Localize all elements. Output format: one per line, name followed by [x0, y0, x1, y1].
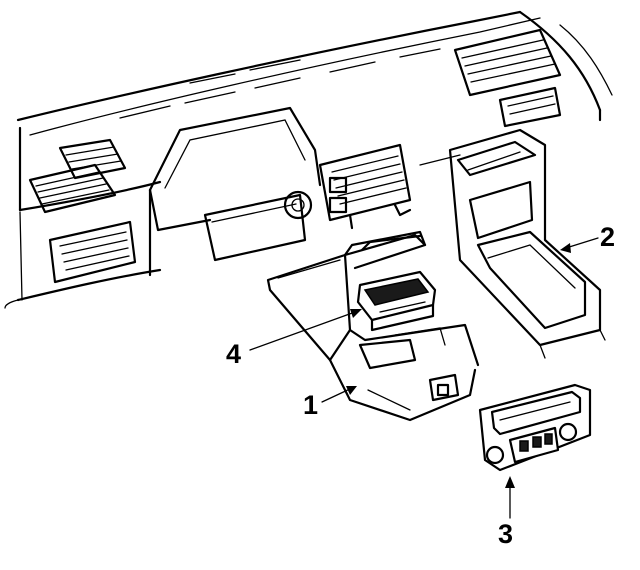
leader-arrow-2 — [560, 237, 599, 253]
ashtray-part — [356, 270, 437, 332]
leader-arrow-1 — [321, 386, 357, 403]
callout-4: 4 — [226, 339, 242, 369]
callout-3: 3 — [498, 519, 514, 549]
instrument-panel — [4, 10, 613, 309]
console-body-part — [266, 230, 480, 422]
lower-left-vent — [48, 220, 137, 284]
center-vent — [318, 143, 412, 230]
callout-1: 1 — [303, 390, 319, 420]
leader-arrow-4 — [249, 309, 362, 351]
leader-arrow-3 — [505, 476, 515, 519]
right-air-vent — [453, 28, 562, 128]
control-bezel-part — [478, 383, 592, 472]
callout-2: 2 — [600, 222, 616, 252]
instrument-cluster — [148, 106, 322, 277]
left-air-vent — [28, 138, 127, 214]
console-trim-part — [448, 128, 606, 359]
